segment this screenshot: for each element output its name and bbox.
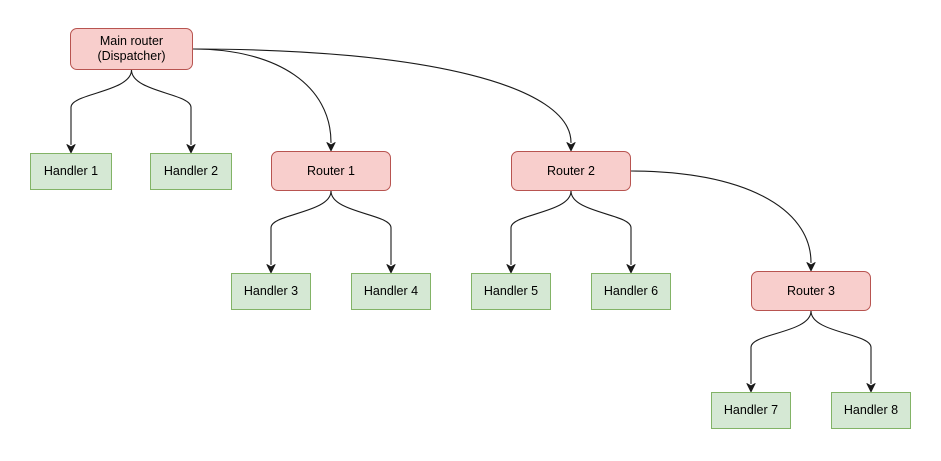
node-handler-2[interactable]: Handler 2: [150, 153, 232, 190]
node-label: Handler 7: [723, 403, 779, 417]
node-main-router[interactable]: Main router (Dispatcher): [70, 28, 193, 70]
edge-router-3-to-handler-7: [750, 310, 812, 385]
node-router-3[interactable]: Router 3: [751, 271, 871, 311]
node-router-2[interactable]: Router 2: [511, 151, 631, 191]
node-handler-6[interactable]: Handler 6: [591, 273, 671, 310]
node-label: Handler 3: [243, 284, 299, 298]
node-label: Handler 2: [163, 164, 219, 178]
edge-router-3-to-handler-8: [810, 310, 872, 385]
node-label: Handler 6: [603, 284, 659, 298]
node-label: Handler 8: [843, 403, 899, 417]
node-handler-7[interactable]: Handler 7: [711, 392, 791, 429]
edge-router-2-to-handler-6: [570, 190, 632, 266]
edge-main-to-router-2: [192, 48, 572, 144]
node-router-1[interactable]: Router 1: [271, 151, 391, 191]
node-label: Main router (Dispatcher): [97, 34, 166, 63]
node-label: Router 3: [787, 283, 835, 298]
node-handler-5[interactable]: Handler 5: [471, 273, 551, 310]
edge-router-2-to-router-3: [630, 170, 812, 264]
node-handler-4[interactable]: Handler 4: [351, 273, 431, 310]
node-handler-8[interactable]: Handler 8: [831, 392, 911, 429]
node-label: Router 2: [547, 163, 595, 178]
node-label: Handler 1: [43, 164, 99, 178]
edge-main-to-handler-1: [70, 69, 133, 146]
node-label: Router 1: [307, 163, 355, 178]
edge-main-to-handler-2: [130, 69, 192, 146]
edge-router-1-to-handler-3: [270, 190, 332, 266]
node-handler-3[interactable]: Handler 3: [231, 273, 311, 310]
node-label: Handler 5: [483, 284, 539, 298]
edge-main-to-router-1: [192, 48, 332, 144]
node-handler-1[interactable]: Handler 1: [30, 153, 112, 190]
edge-router-1-to-handler-4: [330, 190, 392, 266]
node-label: Handler 4: [363, 284, 419, 298]
edge-router-2-to-handler-5: [510, 190, 572, 266]
